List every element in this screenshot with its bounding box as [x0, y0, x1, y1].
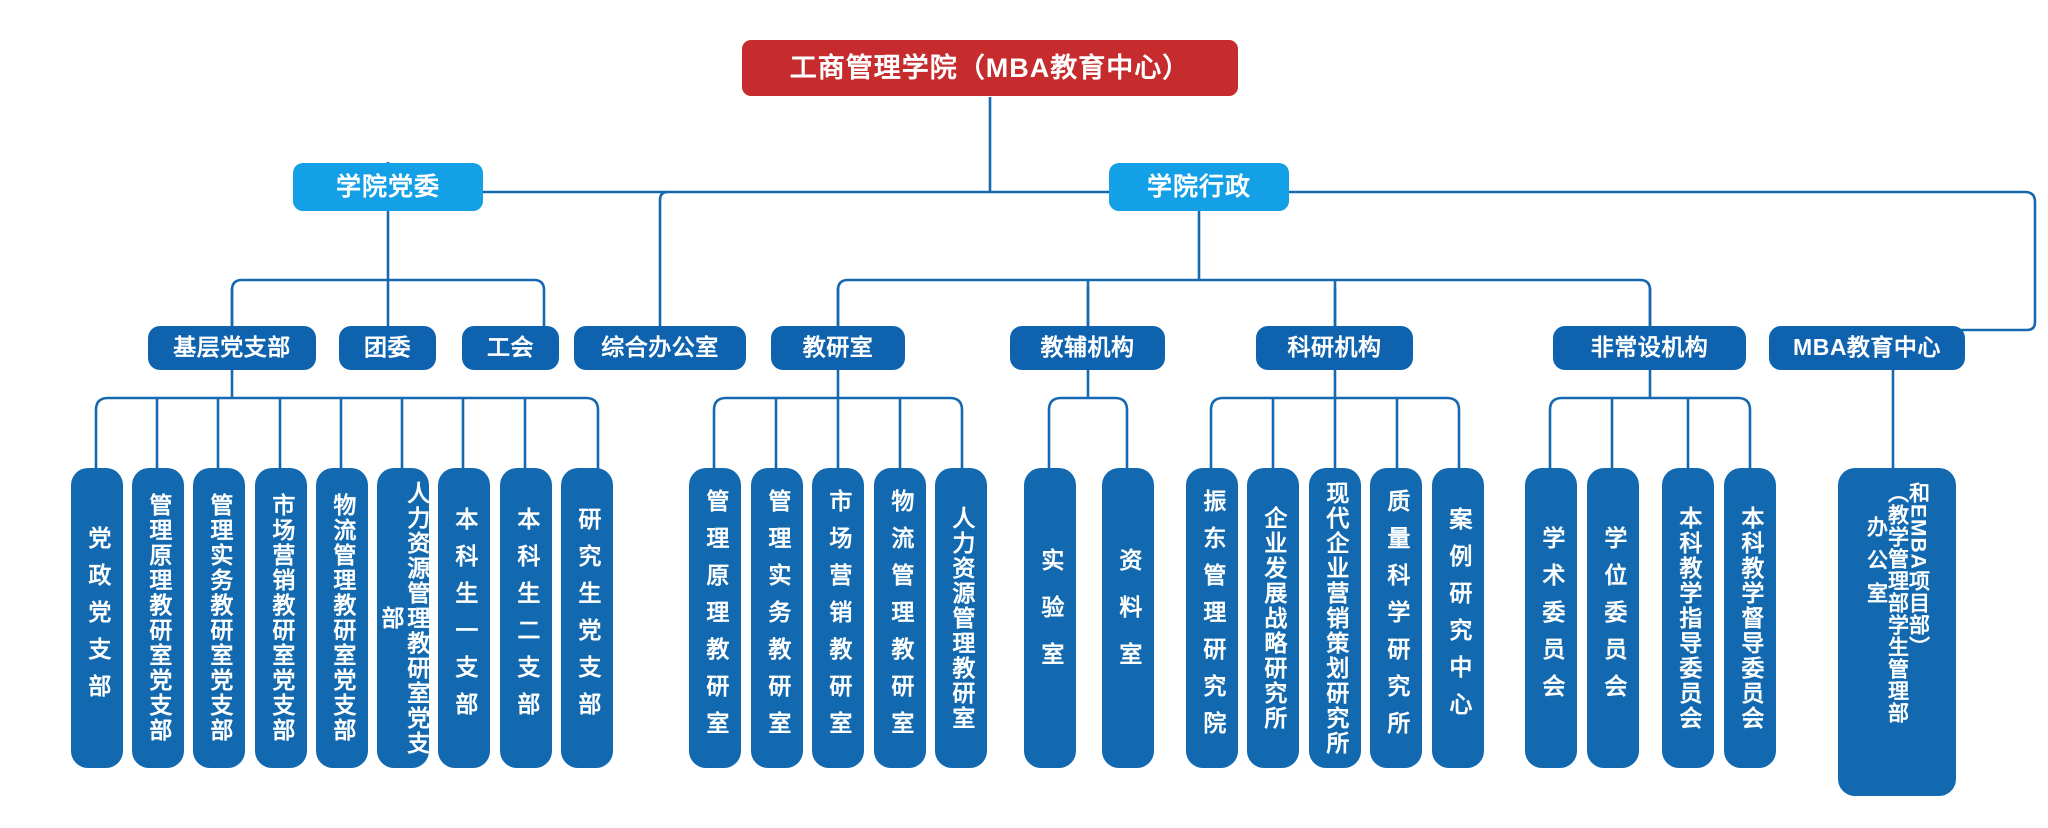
bar-case-research-center[interactable]: 案例研究中心 — [1432, 468, 1484, 768]
bar-degree-committee[interactable]: 学位委员会 — [1587, 468, 1639, 768]
node-general-office[interactable]: 综合办公室 — [574, 326, 746, 370]
bar-undergrad-teaching-guidance-committee[interactable]: 本科教学指导委员会 — [1662, 468, 1714, 768]
mba-office-column-1: 和EMBA项目部） — [1906, 482, 1930, 658]
bar-graduate-branch[interactable]: 研究生党支部 — [561, 468, 613, 768]
bar-hr-branch[interactable]: 人力资源管理教研室党支部 — [377, 468, 429, 768]
node-mba-education-center[interactable]: MBA教育中心 — [1769, 326, 1965, 370]
node-administration[interactable]: 学院行政 — [1109, 163, 1289, 211]
bar-mgmt-theory-branch[interactable]: 管理原理教研室党支部 — [132, 468, 184, 768]
node-root[interactable]: 工商管理学院（MBA教育中心） — [742, 40, 1238, 96]
node-research-institutions[interactable]: 科研机构 — [1256, 326, 1413, 370]
node-grassroots-party-branch[interactable]: 基层党支部 — [148, 326, 316, 370]
mba-office-column-2: （教学管理部学生管理部 — [1885, 482, 1909, 724]
node-teaching-research-office[interactable]: 教研室 — [771, 326, 905, 370]
node-labor-union[interactable]: 工会 — [462, 326, 559, 370]
bar-mgmt-practice-branch[interactable]: 管理实务教研室党支部 — [193, 468, 245, 768]
bar-laboratory[interactable]: 实验室 — [1024, 468, 1076, 768]
bar-enterprise-strategy-institute[interactable]: 企业发展战略研究所 — [1247, 468, 1299, 768]
bar-mba-office[interactable]: 和EMBA项目部） （教学管理部学生管理部 办公室 — [1838, 468, 1956, 796]
bar-undergrad-teaching-supervision-committee[interactable]: 本科教学督导委员会 — [1724, 468, 1776, 768]
node-youth-league[interactable]: 团委 — [339, 326, 436, 370]
mba-office-column-3: 办公室 — [1864, 516, 1888, 615]
node-adhoc-institutions[interactable]: 非常设机构 — [1553, 326, 1746, 370]
bar-undergrad-branch-2[interactable]: 本科生二支部 — [500, 468, 552, 768]
bar-zhendong-institute[interactable]: 振东管理研究院 — [1186, 468, 1238, 768]
bar-modern-marketing-institute[interactable]: 现代企业营销策划研究所 — [1309, 468, 1361, 768]
bar-hr-office[interactable]: 人力资源管理教研室 — [935, 468, 987, 768]
bar-logistics-office[interactable]: 物流管理教研室 — [874, 468, 926, 768]
bar-reading-room[interactable]: 资料室 — [1102, 468, 1154, 768]
bar-marketing-office[interactable]: 市场营销教研室 — [812, 468, 864, 768]
bar-academic-committee[interactable]: 学术委员会 — [1525, 468, 1577, 768]
bar-marketing-branch[interactable]: 市场营销教研室党支部 — [255, 468, 307, 768]
node-teaching-support[interactable]: 教辅机构 — [1010, 326, 1165, 370]
node-party-committee[interactable]: 学院党委 — [293, 163, 483, 211]
bar-quality-science-institute[interactable]: 质量科学研究所 — [1370, 468, 1422, 768]
bar-mgmt-practice-office[interactable]: 管理实务教研室 — [751, 468, 803, 768]
bar-mgmt-theory-office[interactable]: 管理原理教研室 — [689, 468, 741, 768]
bar-logistics-branch[interactable]: 物流管理教研室党支部 — [316, 468, 368, 768]
bar-party-admin-branch[interactable]: 党政党支部 — [71, 468, 123, 768]
bar-undergrad-branch-1[interactable]: 本科生一支部 — [438, 468, 490, 768]
